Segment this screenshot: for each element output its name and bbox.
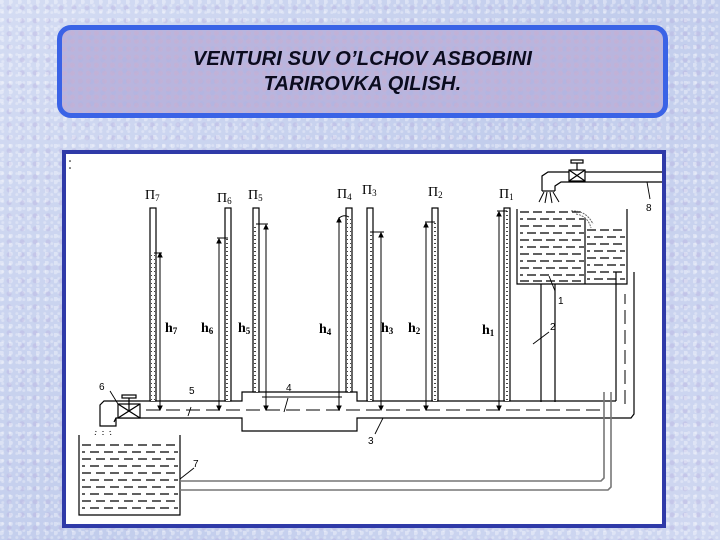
callout-2: 2 <box>550 322 556 333</box>
callout-5: 5 <box>189 386 195 397</box>
height-labels: h7 h6 h5 h4 h3 h2 h1 <box>165 321 495 338</box>
outlet-bend <box>94 394 141 437</box>
callout-numbers: 1 2 3 4 5 6 7 8 <box>99 203 652 470</box>
label-p7: Π7 <box>145 188 160 203</box>
label-p6: Π6 <box>217 191 232 206</box>
valve-8-icon <box>568 159 586 182</box>
return-pipe <box>180 392 612 491</box>
height-arrows <box>154 210 507 412</box>
label-h3: h3 <box>381 321 394 336</box>
tank-7 <box>78 435 181 516</box>
label-p3: Π3 <box>362 183 377 198</box>
piezometer-labels: Π7 Π6 Π5 Π4 Π3 Π2 Π1 <box>145 183 514 206</box>
title-line-1: VENTURI SUV O’LCHOV ASBOBINI <box>192 47 533 70</box>
label-p2: Π2 <box>428 185 443 200</box>
tank-1 <box>516 209 628 402</box>
callout-6: 6 <box>99 382 105 393</box>
valve-6-icon <box>117 394 141 419</box>
label-h4: h4 <box>319 322 332 337</box>
venturi-diagram: Π7 Π6 Π5 Π4 Π3 Π2 Π1 h7 h6 h5 h4 h3 h2 h… <box>69 159 662 516</box>
label-h6: h6 <box>201 321 214 336</box>
callout-8: 8 <box>646 203 652 214</box>
piezometer-tubes <box>149 207 511 402</box>
label-h7: h7 <box>165 321 178 336</box>
label-p4: Π4 <box>337 187 352 202</box>
label-h2: h2 <box>408 321 421 336</box>
callouts <box>109 181 651 480</box>
main-pipe <box>112 272 635 432</box>
callout-3: 3 <box>368 436 374 447</box>
title-line-2: TARIROVKA QILISH. <box>263 72 462 95</box>
venturi-diagram-frame: Π7 Π6 Π5 Π4 Π3 Π2 Π1 h7 h6 h5 h4 h3 h2 h… <box>62 150 666 528</box>
label-h5: h5 <box>238 321 251 336</box>
label-p5: Π5 <box>248 188 263 203</box>
callout-1: 1 <box>558 296 564 307</box>
callout-7: 7 <box>193 459 199 470</box>
title-banner: VENTURI SUV O’LCHOV ASBOBINI TARIROVKA Q… <box>57 25 668 118</box>
label-h1: h1 <box>482 323 495 338</box>
callout-4: 4 <box>286 383 292 394</box>
supply-pipe-8 <box>538 159 662 204</box>
label-p1: Π1 <box>499 187 514 202</box>
